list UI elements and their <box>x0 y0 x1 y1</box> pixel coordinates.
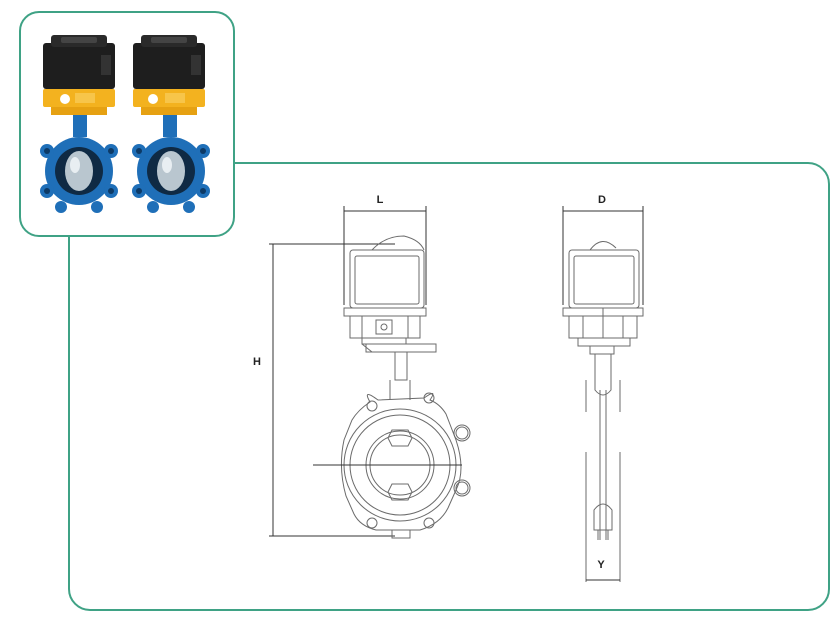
dimension-label-d: D <box>598 194 606 206</box>
valve-left <box>40 35 118 213</box>
side-view <box>562 206 644 582</box>
dimension-label-l: L <box>377 194 384 206</box>
dimension-label-y: Y <box>597 559 605 571</box>
product-photo-frame <box>19 11 235 237</box>
front-view <box>269 206 471 539</box>
dimension-label-h: H <box>253 356 261 368</box>
product-photo-icon <box>40 35 210 213</box>
valve-right <box>132 35 210 213</box>
